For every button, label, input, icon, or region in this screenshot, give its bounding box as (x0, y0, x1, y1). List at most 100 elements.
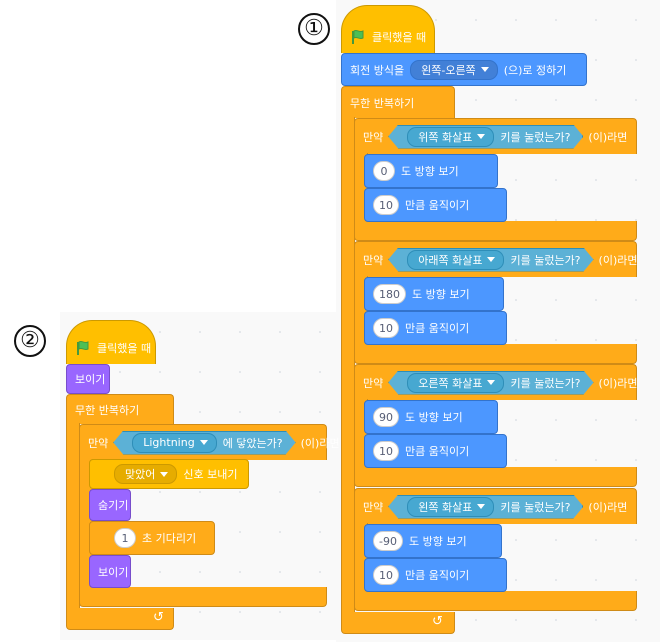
label-one: ① (298, 13, 330, 45)
chevron-down-icon (477, 134, 485, 139)
wait-input[interactable]: 1 (114, 528, 136, 548)
point-in-direction-block[interactable]: 0 도 방향 보기 (364, 154, 498, 188)
forever-arm-2 (66, 423, 80, 613)
key-pressed-label: 키를 눌렀는가? (500, 130, 571, 144)
if-label: 만약 (363, 130, 384, 144)
forever-label: 무한 반복하기 (350, 96, 415, 110)
hide-label: 숨기기 (98, 499, 129, 512)
forever-label: 무한 반복하기 (75, 403, 140, 417)
point-in-direction-block[interactable]: 90 도 방향 보기 (364, 400, 498, 434)
move-steps-block[interactable]: 10 만큼 움직이기 (364, 434, 507, 468)
chevron-down-icon (477, 504, 485, 509)
if-label: 만약 (363, 253, 384, 267)
message-dropdown[interactable]: 맞았어 (114, 464, 178, 484)
if-block-up[interactable]: 만약 위쪽 화살표 키를 눌렀는가? (이)라면 (354, 118, 637, 154)
if-bottom (354, 467, 637, 487)
key-dropdown[interactable]: 위쪽 화살표 (407, 127, 494, 147)
move-label: 만큼 움직이기 (405, 569, 470, 582)
direction-input[interactable]: 180 (373, 284, 406, 304)
rotation-style-dropdown[interactable]: 왼쪽-오른쪽 (410, 59, 498, 80)
green-flag-icon (352, 29, 364, 44)
key-pressed-sensor[interactable]: 아래쪽 화살표 키를 눌렀는가? (388, 248, 593, 272)
direction-label: 도 방향 보기 (401, 165, 459, 178)
broadcast-block[interactable]: 맞았어 신호 보내기 (89, 459, 249, 489)
sprite-value: Lightning (143, 436, 195, 449)
key-dropdown[interactable]: 아래쪽 화살표 (407, 250, 504, 270)
message-value: 맞았어 (125, 468, 156, 481)
key-value: 오른쪽 화살표 (418, 376, 483, 390)
if-block-down[interactable]: 만약 아래쪽 화살표 키를 눌렀는가? (이)라면 (354, 241, 637, 277)
key-dropdown[interactable]: 오른쪽 화살표 (407, 373, 504, 393)
key-pressed-sensor[interactable]: 위쪽 화살표 키를 눌렀는가? (388, 125, 583, 149)
move-steps-block[interactable]: 10 만큼 움직이기 (364, 311, 507, 345)
green-flag-icon (77, 340, 89, 355)
show-label: 보이기 (98, 565, 129, 579)
then-label: (이)라면 (588, 130, 628, 144)
wait-block[interactable]: 1 초 기다리기 (89, 521, 215, 555)
move-label: 만큼 움직이기 (405, 445, 470, 458)
key-pressed-sensor[interactable]: 왼쪽 화살표 키를 눌렀는가? (388, 495, 583, 519)
direction-input[interactable]: -90 (373, 531, 403, 551)
if-bottom (354, 221, 637, 241)
when-flag-label: 클릭했을 때 (97, 342, 152, 355)
chevron-down-icon (487, 380, 495, 385)
hide-block[interactable]: 숨기기 (89, 489, 131, 521)
if-bottom (354, 344, 637, 364)
loop-arrow-icon: ↺ (153, 610, 164, 625)
loop-arrow-icon: ↺ (432, 614, 443, 629)
when-flag-hat-2[interactable]: 클릭했을 때 (66, 320, 156, 364)
then-label: (이)라면 (598, 253, 638, 267)
key-pressed-label: 키를 눌렀는가? (500, 500, 571, 514)
show-block[interactable]: 보이기 (66, 364, 110, 394)
rotation-prefix: 회전 방식을 (350, 63, 405, 77)
forever-block-1[interactable]: 무한 반복하기 (341, 86, 455, 118)
rotation-style-value: 왼쪽-오른쪽 (421, 63, 476, 77)
if-label: 만약 (88, 436, 109, 450)
key-pressed-sensor[interactable]: 오른쪽 화살표 키를 눌렀는가? (388, 371, 593, 395)
when-flag-hat-1[interactable]: 클릭했을 때 (341, 5, 435, 53)
point-in-direction-block[interactable]: 180 도 방향 보기 (364, 277, 504, 311)
steps-input[interactable]: 10 (373, 565, 399, 585)
steps-input[interactable]: 10 (373, 195, 399, 215)
touching-label: 에 닿았는가? (222, 436, 283, 450)
forever-bottom-1 (341, 612, 455, 634)
if-bottom (79, 587, 327, 607)
rotation-suffix: (으)로 정하기 (503, 63, 567, 77)
if-block-left[interactable]: 만약 왼쪽 화살표 키를 눌렀는가? (이)라면 (354, 488, 637, 524)
key-value: 왼쪽 화살표 (418, 500, 473, 514)
chevron-down-icon (480, 67, 489, 72)
if-bottom (354, 591, 637, 611)
if-touching-block[interactable]: 만약 Lightning 에 닿았는가? (이)라면 (79, 424, 340, 460)
set-rotation-style-block[interactable]: 회전 방식을 왼쪽-오른쪽 (으)로 정하기 (341, 53, 587, 86)
direction-label: 도 방향 보기 (405, 411, 463, 424)
direction-input[interactable]: 0 (373, 161, 395, 181)
then-label: (이)라면 (598, 376, 638, 390)
key-value: 아래쪽 화살표 (418, 253, 483, 267)
move-label: 만큼 움직이기 (405, 322, 470, 335)
when-flag-label: 클릭했을 때 (372, 31, 427, 44)
key-pressed-label: 키를 눌렀는가? (510, 253, 581, 267)
show-label: 보이기 (75, 373, 106, 386)
chevron-down-icon (160, 471, 169, 477)
then-label: (이)라면 (300, 436, 340, 450)
direction-label: 도 방향 보기 (408, 535, 467, 548)
sprite-dropdown[interactable]: Lightning (132, 433, 216, 453)
broadcast-label: 신호 보내기 (183, 468, 238, 481)
key-value: 위쪽 화살표 (418, 130, 473, 144)
steps-input[interactable]: 10 (373, 441, 399, 461)
key-dropdown[interactable]: 왼쪽 화살표 (407, 497, 494, 517)
move-steps-block[interactable]: 10 만큼 움직이기 (364, 188, 507, 222)
move-steps-block[interactable]: 10 만큼 움직이기 (364, 558, 507, 592)
forever-block-2[interactable]: 무한 반복하기 (66, 394, 174, 424)
show-block-2[interactable]: 보이기 (89, 555, 131, 588)
wait-label: 초 기다리기 (142, 532, 197, 545)
direction-input[interactable]: 90 (373, 407, 399, 427)
steps-input[interactable]: 10 (373, 318, 399, 338)
forever-arm-1 (341, 117, 355, 617)
if-block-right[interactable]: 만약 오른쪽 화살표 키를 눌렀는가? (이)라면 (354, 364, 637, 400)
chevron-down-icon (200, 440, 208, 445)
chevron-down-icon (487, 257, 495, 262)
key-pressed-label: 키를 눌렀는가? (510, 376, 581, 390)
touching-sensor[interactable]: Lightning 에 닿았는가? (113, 431, 295, 455)
point-in-direction-block[interactable]: -90 도 방향 보기 (364, 524, 502, 558)
